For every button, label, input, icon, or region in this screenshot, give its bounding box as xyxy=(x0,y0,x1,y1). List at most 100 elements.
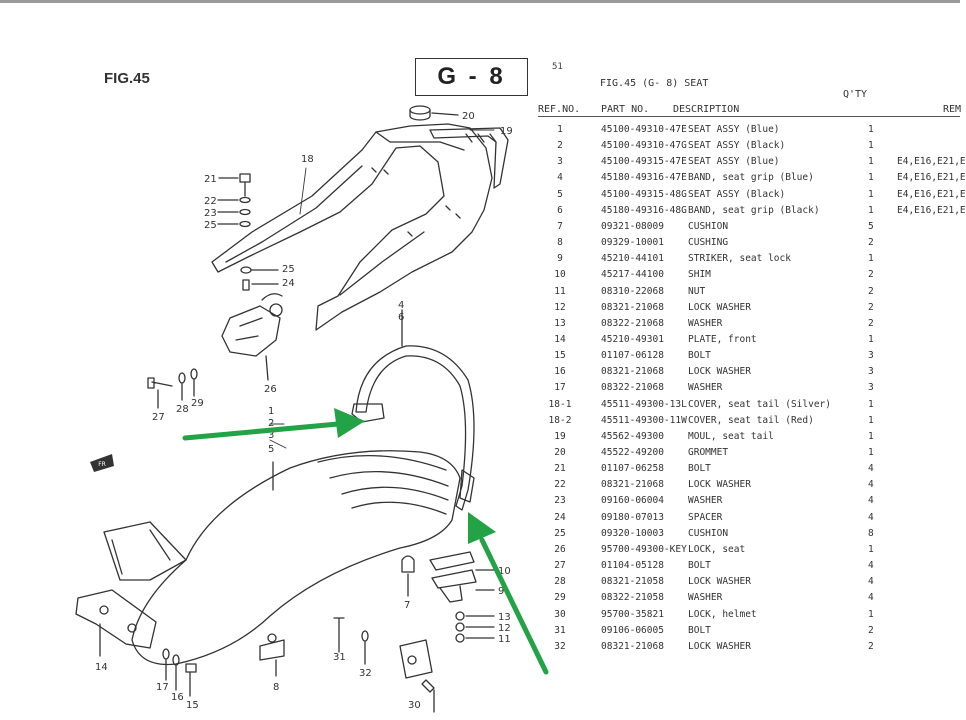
callout-c4: 4 xyxy=(398,300,404,311)
description-cell: GROMMET xyxy=(688,447,729,458)
qty-cell: 4 xyxy=(868,592,874,604)
scan-top-edge xyxy=(0,0,960,3)
callout-c22: 22 xyxy=(204,196,217,207)
ref-no-cell: 9 xyxy=(557,253,563,265)
seat-tail-moulding xyxy=(429,127,509,189)
part-no-cell: 01104-05128 xyxy=(601,560,664,572)
part-no-cell: 45180-49316-48G xyxy=(601,204,687,216)
callout-layer: 1234567891011121314151617181920212223242… xyxy=(95,111,513,711)
ref-no-cell: 18-2 xyxy=(548,414,572,426)
ref-no-cell: 21 xyxy=(554,463,566,475)
description-cell: LOCK WASHER xyxy=(688,576,751,588)
description-cell: CUSHION xyxy=(688,527,729,539)
part-no-cell: 08321-21068 xyxy=(601,640,664,652)
description-cell: SPACER xyxy=(688,511,723,523)
description-cell: BOLT xyxy=(688,350,711,362)
table-row: 14 45210-49301 PLATE, front 1 xyxy=(538,334,960,350)
qty-cell: 3 xyxy=(868,382,874,394)
part-no-cell: 95700-49300-KEY xyxy=(601,543,687,555)
callout-c13: 13 xyxy=(498,612,511,623)
ref-no-cell: 6 xyxy=(557,204,563,216)
qty-cell: 3 xyxy=(868,366,874,378)
page-number: 51 xyxy=(552,62,563,72)
part-no-cell: 45562-49300 xyxy=(601,430,664,442)
description-cell: BAND, seat grip (Blue) xyxy=(688,172,814,184)
ref-no-cell: 14 xyxy=(554,333,566,345)
description-cell: SEAT ASSY (Blue) xyxy=(688,124,780,135)
ref-no-cell: 27 xyxy=(554,560,566,572)
qty-cell: 1 xyxy=(868,124,874,135)
description-cell: PLATE, front xyxy=(688,333,757,345)
callout-c10: 10 xyxy=(498,566,511,577)
qty-cell: 1 xyxy=(868,156,874,168)
description-cell: COVER, seat tail (Red) xyxy=(688,414,814,426)
qty-cell: 1 xyxy=(868,253,874,265)
part-no-cell: 45210-44101 xyxy=(601,253,664,265)
part-no-cell: 45100-49310-47G xyxy=(601,140,687,152)
description-cell: WASHER xyxy=(688,592,723,604)
qty-cell: 1 xyxy=(868,172,874,184)
qty-cell: 1 xyxy=(868,140,874,152)
description-cell: LOCK WASHER xyxy=(688,301,751,313)
part-no-cell: 09321-08009 xyxy=(601,220,664,232)
qty-cell: 5 xyxy=(868,220,874,232)
seat-assembly xyxy=(103,450,461,666)
callout-c11: 11 xyxy=(498,634,511,645)
callout-c17: 17 xyxy=(156,682,169,693)
description-cell: LOCK WASHER xyxy=(688,479,751,491)
part-no-cell: 08322-21058 xyxy=(601,592,664,604)
ref-no-cell: 29 xyxy=(554,592,566,604)
ref-no-cell: 11 xyxy=(554,285,566,297)
callout-c32: 32 xyxy=(359,668,372,679)
part-no-cell: 08321-21068 xyxy=(601,301,664,313)
qty-cell: 4 xyxy=(868,479,874,491)
ref-no-header: REF.NO. xyxy=(538,104,581,115)
part-no-cell: 08310-22068 xyxy=(601,285,664,297)
ref-no-cell: 12 xyxy=(554,301,566,313)
part-no-cell: 09106-06005 xyxy=(601,624,664,636)
seat-grip-band xyxy=(351,309,475,511)
description-cell: STRIKER, seat lock xyxy=(688,253,791,265)
callout-c15: 15 xyxy=(186,700,199,711)
part-no-cell: 09180-07013 xyxy=(601,511,664,523)
ref-no-cell: 32 xyxy=(554,640,566,652)
qty-cell: 1 xyxy=(868,333,874,345)
ref-no-cell: 2 xyxy=(557,140,563,152)
front-plate-assembly xyxy=(75,589,197,697)
description-cell: LOCK WASHER xyxy=(688,640,751,652)
description-cell: LOCK, helmet xyxy=(688,608,757,620)
callout-c23: 23 xyxy=(204,208,217,219)
ref-no-cell: 24 xyxy=(554,511,566,523)
part-no-cell: 08322-21068 xyxy=(601,382,664,394)
part-no-cell: 45100-49315-47E xyxy=(601,156,687,168)
callout-c21: 21 xyxy=(204,174,217,185)
callout-c16: 16 xyxy=(171,692,184,703)
ref-no-cell: 8 xyxy=(557,237,563,249)
ref-no-cell: 7 xyxy=(557,220,563,232)
part-no-cell: 45210-49301 xyxy=(601,333,664,345)
ref-no-cell: 28 xyxy=(554,576,566,588)
ref-no-cell: 23 xyxy=(554,495,566,507)
qty-cell: 2 xyxy=(868,624,874,636)
qty-cell: 4 xyxy=(868,495,874,507)
part-no-cell: 08322-21068 xyxy=(601,317,664,329)
qty-cell: 1 xyxy=(868,398,874,410)
callout-c14: 14 xyxy=(95,662,108,673)
qty-cell: 1 xyxy=(868,204,874,216)
ref-no-cell: 13 xyxy=(554,317,566,329)
ref-no-cell: 31 xyxy=(554,624,566,636)
qty-cell: 2 xyxy=(868,285,874,297)
description-cell: MOUL, seat tail xyxy=(688,430,774,442)
leader-lines xyxy=(269,129,495,449)
callout-c20: 20 xyxy=(462,111,475,122)
